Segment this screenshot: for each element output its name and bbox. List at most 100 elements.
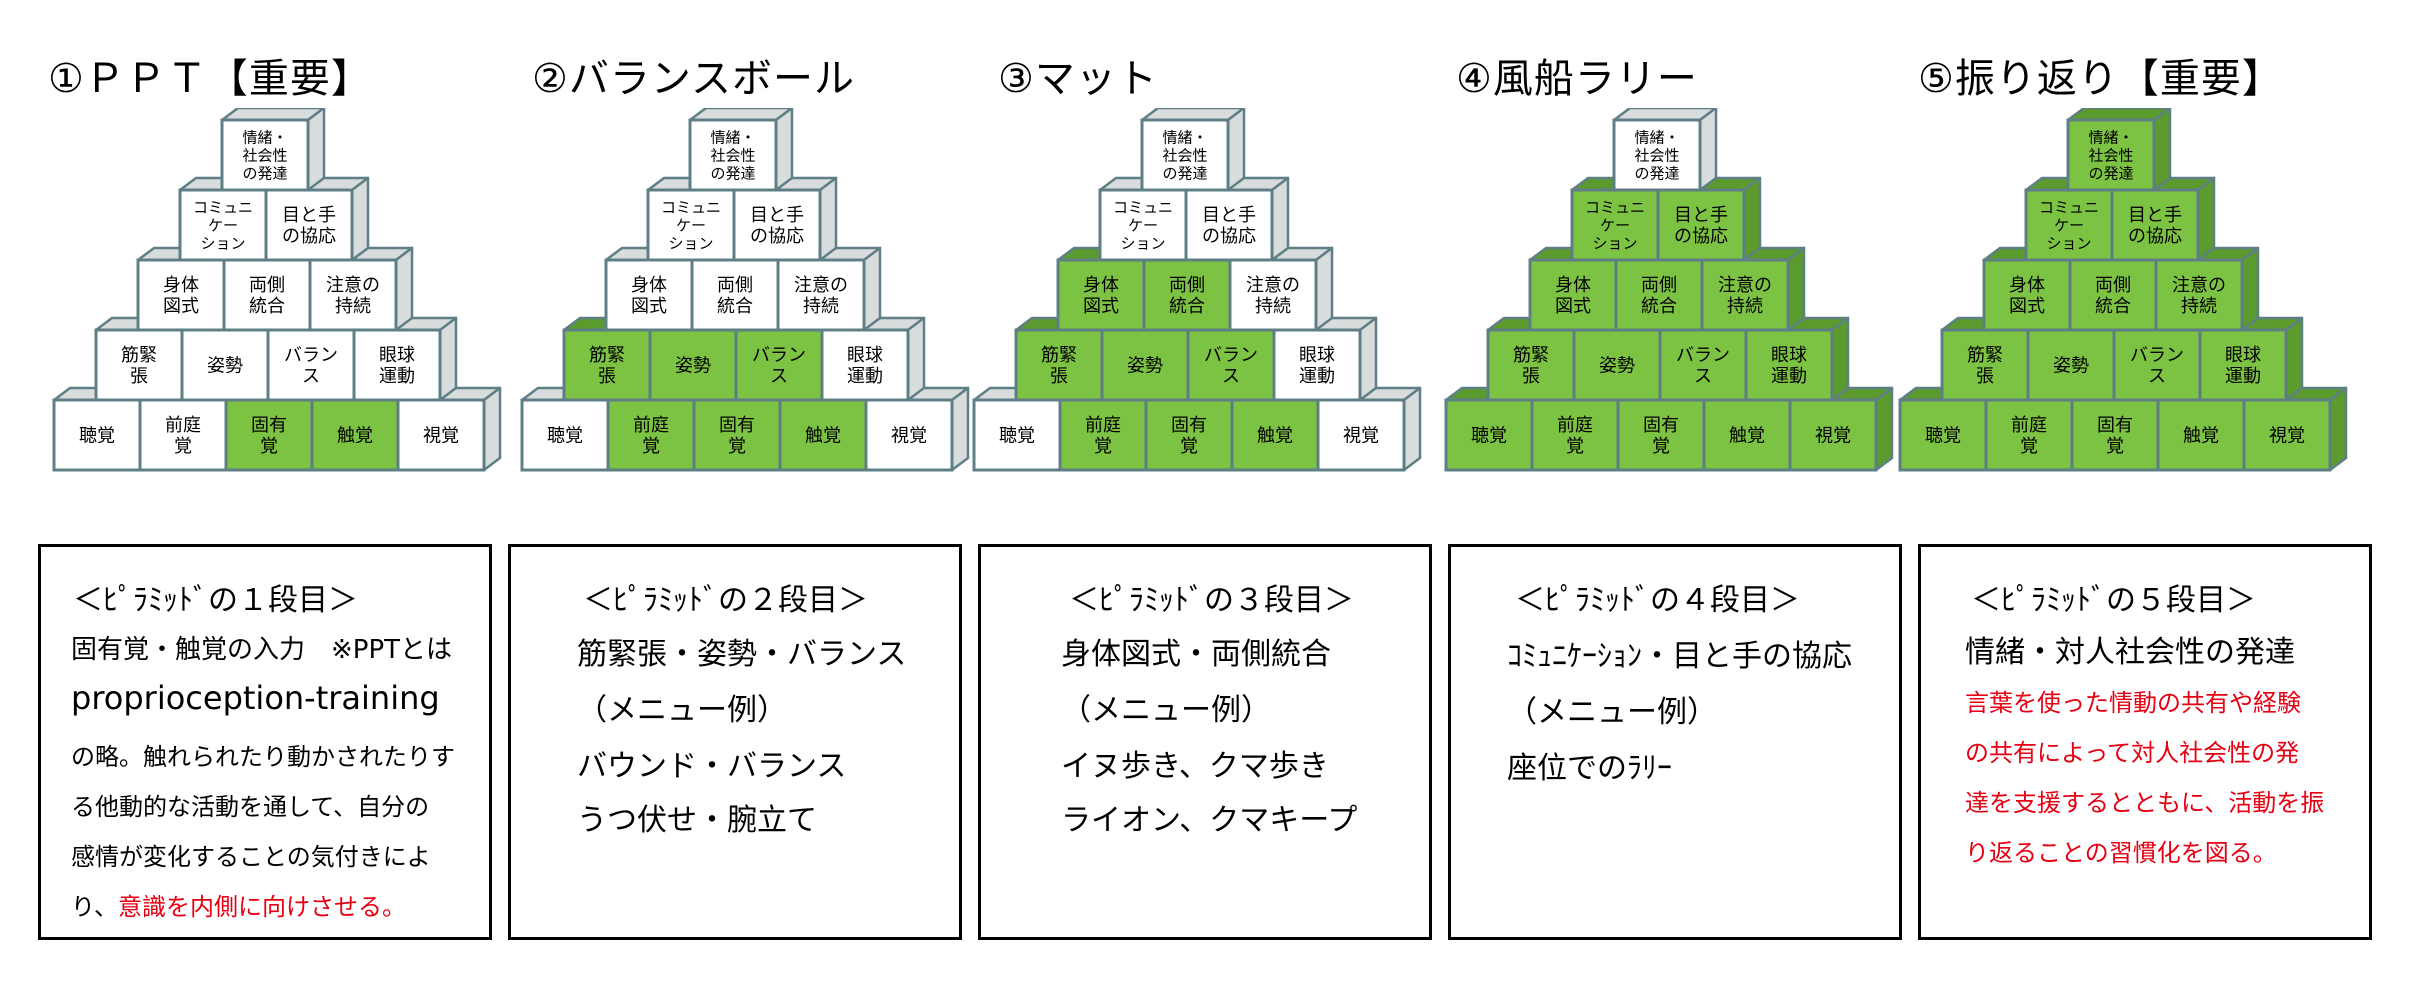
box-heading: ＜ﾋﾟﾗﾐｯﾄﾞの３段目＞ [1069, 583, 1354, 618]
pyramid-block-label: 眼球運動 [1771, 345, 1807, 387]
pyramid-block-label: 視覚 [2269, 425, 2305, 446]
pyramid-block-label: 視覚 [1343, 425, 1379, 446]
pyramid-block-label: 情緒・社会性の発達 [1634, 128, 1679, 182]
box-line: うつ伏せ・腕立て [577, 803, 817, 838]
box-line: 情緒・対人社会性の発達 [1965, 635, 2295, 670]
pyramid-block: 注意の持続 [1700, 246, 1806, 332]
box-heading: ＜ﾋﾟﾗﾐｯﾄﾞの５段目＞ [1971, 583, 2256, 618]
pyramid-block-label: 聴覚 [999, 425, 1035, 446]
description-box-5: ＜ﾋﾟﾗﾐｯﾄﾞの５段目＞ 情緒・対人社会性の発達 言葉を使った情動の共有や経験… [1918, 544, 2372, 940]
box-line: 感情が変化することの気付きによ [71, 843, 431, 871]
box-line: （メニュー例） [1507, 695, 1717, 730]
box-line: ｺﾐｭﾆｹｰｼｮﾝ・目と手の協応 [1507, 639, 1852, 674]
pyramid-block-label: 視覚 [423, 425, 459, 446]
box-line: 言葉を使った情動の共有や経験 [1965, 689, 2301, 717]
pyramid-block-label: 触覚 [805, 425, 841, 446]
box-line: の略。触れられたり動かされたりす [71, 743, 455, 771]
pyramid-block-label: 両側統合 [1169, 275, 1205, 317]
pyramid-block: 情緒・社会性の発達 [2066, 108, 2172, 192]
pyramid-block-label: コミュニケーション [2039, 198, 2099, 252]
pyramid-block-label: コミュニケーション [661, 198, 721, 252]
pyramid-block-label: 目と手の協応 [1202, 205, 1256, 247]
box-line: イヌ歩き、クマ歩き [1061, 749, 1329, 784]
box-line: （メニュー例） [577, 693, 787, 728]
box-line: 筋緊張・姿勢・バランス [577, 637, 907, 672]
pyramid-block-label: 注意の持続 [1718, 275, 1772, 317]
box-line: 達を支援するとともに、活動を振 [1965, 789, 2325, 817]
pyramid-block: 目と手の協応 [732, 176, 838, 262]
pyramid-block-label: 両側統合 [249, 275, 285, 317]
pyramid-block-label: バランス [284, 345, 338, 387]
column-title-1: ①ＰＰＴ【重要】 [48, 56, 372, 102]
pyramid-block-label: 身体図式 [1555, 275, 1591, 317]
description-box-2: ＜ﾋﾟﾗﾐｯﾄﾞの２段目＞ 筋緊張・姿勢・バランス （メニュー例） バウンド・バ… [508, 544, 962, 940]
pyramid-block-label: 前庭覚 [1557, 415, 1593, 457]
column-title-5: ⑤振り返り【重要】 [1918, 56, 2283, 102]
box-line: り、意識を内側に向けさせる。 [71, 887, 406, 922]
pyramid-block-label: 触覚 [1729, 425, 1765, 446]
pyramid-block: 情緒・社会性の発達 [688, 108, 794, 192]
pyramid-block: 視覚 [2242, 386, 2348, 472]
description-box-3: ＜ﾋﾟﾗﾐｯﾄﾞの３段目＞ 身体図式・両側統合 （メニュー例） イヌ歩き、クマ歩… [978, 544, 1432, 940]
pyramid-block-label: 目と手の協応 [1674, 205, 1728, 247]
pyramid-block-label: 聴覚 [79, 425, 115, 446]
pyramid-block-label: 固有覚 [1643, 415, 1679, 457]
box-heading: ＜ﾋﾟﾗﾐｯﾄﾞの１段目＞ [73, 583, 358, 618]
pyramid-block: 注意の持続 [776, 246, 882, 332]
pyramid-block: 眼球運動 [2198, 316, 2304, 402]
pyramid-block: 情緒・社会性の発達 [220, 108, 326, 192]
description-box-4: ＜ﾋﾟﾗﾐｯﾄﾞの４段目＞ ｺﾐｭﾆｹｰｼｮﾝ・目と手の協応 （メニュー例） 座… [1448, 544, 1902, 940]
pyramid-block: 情緒・社会性の発達 [1140, 108, 1246, 192]
pyramid-block-label: 姿勢 [675, 355, 711, 376]
pyramid-block-label: 筋緊張 [1513, 345, 1549, 387]
box-heading: ＜ﾋﾟﾗﾐｯﾄﾞの４段目＞ [1515, 583, 1800, 618]
pyramid-block-label: 触覚 [337, 425, 373, 446]
pyramid-block-label: 筋緊張 [589, 345, 625, 387]
box-heading: ＜ﾋﾟﾗﾐｯﾄﾞの２段目＞ [583, 583, 868, 618]
pyramid-block-label: バランス [1676, 345, 1730, 387]
pyramid-block-label: 前庭覚 [633, 415, 669, 457]
pyramid-block-label: 両側統合 [2095, 275, 2131, 317]
pyramid-block-label: 身体図式 [163, 275, 199, 317]
pyramid-5: 聴覚前庭覚固有覚触覚視覚筋緊張姿勢バランス眼球運動身体図式両側統合注意の持続コミ… [1898, 108, 2348, 472]
pyramid-block-label: 情緒・社会性の発達 [710, 128, 755, 182]
pyramid-block-label: 固有覚 [251, 415, 287, 457]
box-line: 座位でのﾗﾘｰ [1507, 751, 1672, 786]
box-line: の共有によって対人社会性の発 [1965, 739, 2300, 767]
box-line: （メニュー例） [1061, 693, 1271, 728]
box-line: 固有覚・触覚の入力 ※PPTとは [71, 635, 453, 665]
box-line: 身体図式・両側統合 [1061, 637, 1331, 672]
pyramid-block-label: 目と手の協応 [2128, 205, 2182, 247]
pyramid-block-label: 姿勢 [1127, 355, 1163, 376]
pyramid-block-label: コミュニケーション [193, 198, 253, 252]
pyramid-block-label: 身体図式 [2009, 275, 2045, 317]
pyramid-block-label: 両側統合 [1641, 275, 1677, 317]
box-line: proprioception-training [71, 679, 440, 717]
pyramid-block-label: 前庭覚 [2011, 415, 2047, 457]
pyramid-block-label: 眼球運動 [1299, 345, 1335, 387]
pyramid-block-label: 情緒・社会性の発達 [2088, 128, 2133, 182]
pyramid-block-label: 姿勢 [2053, 355, 2089, 376]
box-line: バウンド・バランス [577, 749, 847, 784]
pyramid-block-label: 眼球運動 [2225, 345, 2261, 387]
pyramid-block-label: 身体図式 [631, 275, 667, 317]
pyramid-block-label: コミュニケーション [1585, 198, 1645, 252]
pyramid-block-label: 触覚 [1257, 425, 1293, 446]
box-line-prefix: り、 [71, 893, 119, 921]
pyramid-block: 注意の持続 [308, 246, 414, 332]
pyramid-block-label: 聴覚 [1925, 425, 1961, 446]
pyramid-block-label: 身体図式 [1083, 275, 1119, 317]
pyramid-block-label: バランス [1204, 345, 1258, 387]
pyramid-block-label: コミュニケーション [1113, 198, 1173, 252]
pyramid-block-label: 情緒・社会性の発達 [242, 128, 287, 182]
pyramid-block-label: 筋緊張 [1041, 345, 1077, 387]
description-box-1: ＜ﾋﾟﾗﾐｯﾄﾞの１段目＞ 固有覚・触覚の入力 ※PPTとは proprioce… [38, 544, 492, 940]
column-title-3: ③マット [998, 56, 1158, 102]
box-line-emphasis: 意識を内側に向けさせる。 [118, 893, 407, 921]
column-title-2: ②バランスボール [532, 56, 856, 102]
pyramid-block-label: 視覚 [891, 425, 927, 446]
pyramid-block-label: 前庭覚 [165, 415, 201, 457]
pyramid-block-label: バランス [2130, 345, 2184, 387]
pyramid-block-label: 姿勢 [1599, 355, 1635, 376]
pyramid-block-label: 固有覚 [1171, 415, 1207, 457]
